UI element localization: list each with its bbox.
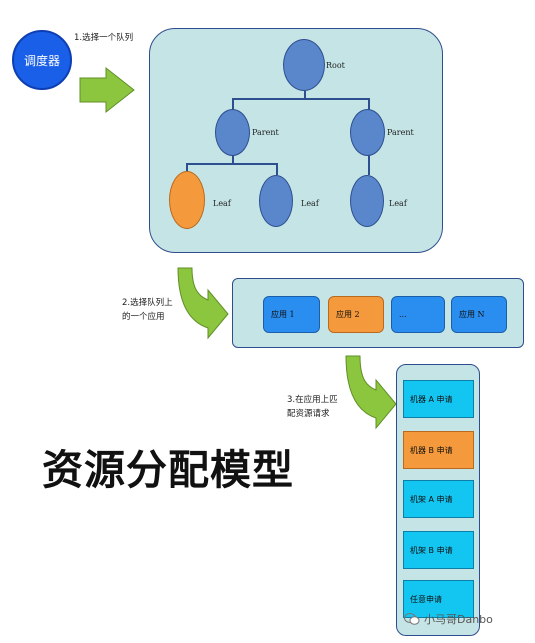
tree-line-left-sub: [232, 155, 234, 164]
request-box-rack-a: 机架 A 申请: [403, 480, 474, 518]
tree-line-root: [304, 91, 306, 99]
scheduler-label: 调度器: [23, 53, 60, 68]
step2-line-1: 2.选择队列上: [122, 298, 173, 308]
tree-label-leaf-1: Leaf: [213, 199, 231, 208]
app-box-n: 应用 N: [451, 296, 507, 333]
scheduler-node: 调度器: [12, 30, 72, 90]
request-box-rack-b: 机架 B 申请: [403, 531, 474, 569]
step1-line-1: 1.选择一个队列: [74, 33, 134, 43]
app-box-1: 应用 1: [263, 296, 320, 333]
arrow-step2-icon: [177, 267, 229, 340]
resource-request-panel: 机器 A 申请 机器 B 申请 机架 A 申请 机架 B 申请 任意申请: [396, 364, 480, 636]
request-box-any: 任意申请: [403, 580, 474, 618]
tree-line-leaf1: [186, 163, 188, 175]
request-box-machine-a: 机器 A 申请: [403, 380, 474, 418]
diagram-title: 资源分配模型: [42, 446, 294, 494]
tree-line-leaf2: [276, 163, 278, 175]
tree-line-level2: [186, 163, 277, 165]
tree-label-root: Root: [326, 61, 345, 70]
tree-node-leaf-3: [350, 175, 384, 227]
app-box-2-selected: 应用 2: [328, 296, 384, 333]
step3-label: 3.在应用上匹 配资源请求: [287, 393, 338, 421]
tree-line-leaf3: [368, 155, 370, 175]
watermark: 小马哥Danbo: [404, 611, 493, 627]
arrow-step1-icon: [79, 66, 135, 114]
app-box-ellipsis: ...: [391, 296, 445, 333]
step2-label: 2.选择队列上 的一个应用: [122, 296, 173, 324]
tree-line-level1: [232, 98, 369, 100]
tree-label-leaf-3: Leaf: [389, 199, 407, 208]
tree-node-parent-left: [215, 109, 250, 156]
step2-line-2: 的一个应用: [122, 312, 165, 322]
application-queue-panel: 应用 1 应用 2 ... 应用 N: [232, 278, 524, 348]
step3-line-2: 配资源请求: [287, 409, 330, 419]
tree-node-leaf-2: [259, 175, 293, 227]
watermark-text: 小马哥Danbo: [424, 613, 493, 626]
tree-label-leaf-2: Leaf: [301, 199, 319, 208]
tree-node-root: [283, 39, 325, 91]
step3-line-1: 3.在应用上匹: [287, 395, 338, 405]
wechat-icon: [404, 613, 420, 625]
request-box-machine-b-selected: 机器 B 申请: [403, 431, 474, 469]
step1-label: 1.选择一个队列: [74, 31, 133, 45]
tree-label-parent-right: Parent: [387, 128, 414, 137]
tree-label-parent-left: Parent: [252, 128, 279, 137]
tree-node-parent-right: [350, 109, 385, 156]
queue-tree-panel: Root Parent Parent Leaf Leaf Leaf: [149, 28, 443, 253]
tree-node-leaf-1-selected: [169, 171, 205, 229]
tree-line-parent-right: [368, 98, 370, 112]
arrow-step3-icon: [345, 355, 397, 430]
tree-line-parent-left: [232, 98, 234, 112]
